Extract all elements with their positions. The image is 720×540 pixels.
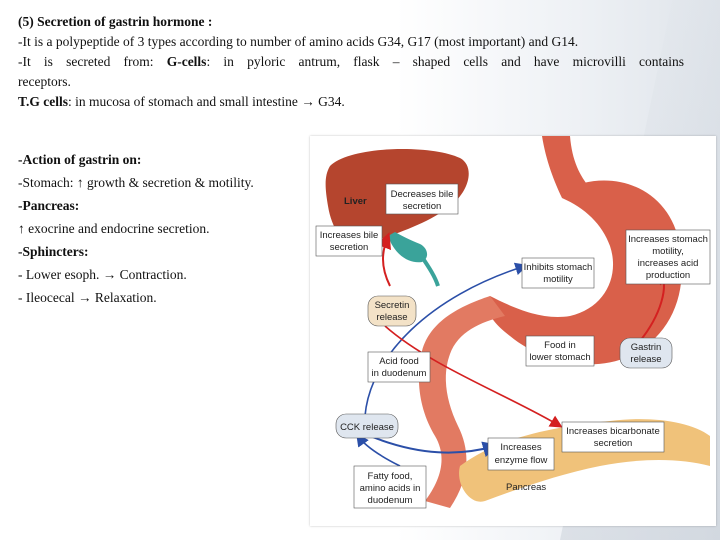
label-increases-bile: Increases bile secretion	[315, 225, 383, 257]
secreted-from-line2: receptors.	[18, 74, 71, 89]
svg-text:motility: motility	[543, 274, 573, 285]
svg-text:production: production	[646, 270, 690, 281]
svg-text:CCK release: CCK release	[340, 422, 394, 433]
intro-text: (5) Secretion of gastrin hormone : -It i…	[18, 12, 684, 112]
arrow-secretin-to-pancreas	[384, 325, 563, 428]
svg-text:Decreases bile: Decreases bile	[391, 189, 454, 200]
action-of-gastrin: -Action of gastrin on: -Stomach: ↑ growt…	[18, 148, 318, 309]
diagram-svg: Liver Decreases bile secretion Increases…	[315, 136, 711, 509]
svg-text:Pancreas: Pancreas	[506, 482, 546, 493]
arrow-cck-to-pancreas	[369, 435, 499, 457]
polypeptide-paragraph: -It is a polypeptide of 3 types accordin…	[18, 34, 579, 49]
svg-text:Acid food: Acid food	[379, 356, 419, 367]
action-ileocecal: - Ileocecal → Relaxation.	[18, 290, 157, 305]
svg-text:Increases bicarbonate: Increases bicarbonate	[566, 426, 659, 437]
svg-text:Secretin: Secretin	[375, 300, 410, 311]
svg-text:motility,: motility,	[652, 246, 684, 257]
svg-text:secretion: secretion	[403, 201, 442, 212]
action-sphincters-title: -Sphincters:	[18, 244, 89, 259]
secreted-from-line: -It is secreted from: G-cells: in pylori…	[18, 54, 684, 69]
svg-text:Gastrin: Gastrin	[631, 342, 662, 353]
section-heading: (5) Secretion of gastrin hormone :	[18, 14, 213, 29]
label-cck-release: CCK release	[335, 413, 399, 439]
label-acid-food: Acid food in duodenum	[367, 351, 431, 383]
label-increases-enzyme: Increases enzyme flow	[487, 437, 555, 471]
arrow-secretin-to-liver	[376, 232, 391, 287]
action-pancreas: ↑ exocrine and endocrine secretion.	[18, 221, 210, 236]
label-pancreas: Pancreas	[506, 482, 546, 493]
svg-text:release: release	[376, 312, 407, 323]
arrow-cck-to-stomach	[364, 262, 529, 417]
label-inhibits-stomach: Inhibits stomach motility	[521, 257, 595, 289]
svg-text:Food in: Food in	[544, 340, 576, 351]
duodenum-shape	[418, 296, 505, 508]
svg-text:lower stomach: lower stomach	[529, 352, 590, 363]
action-stomach: -Stomach: ↑ growth & secretion & motilit…	[18, 175, 254, 190]
action-lower-esoph: - Lower esoph. → Contraction.	[18, 267, 187, 282]
svg-text:Increases stomach: Increases stomach	[628, 234, 708, 245]
label-increases-bicarbonate: Increases bicarbonate secretion	[561, 421, 665, 453]
gallbladder-shape	[388, 232, 428, 263]
bile-duct	[418, 252, 440, 287]
svg-text:amino acids in: amino acids in	[360, 483, 421, 494]
svg-text:enzyme flow: enzyme flow	[495, 455, 548, 466]
label-fatty-food: Fatty food, amino acids in duodenum	[353, 465, 427, 509]
svg-text:release: release	[630, 354, 661, 365]
svg-text:secretion: secretion	[330, 242, 369, 253]
label-increases-stomach: Increases stomach motility, increases ac…	[625, 229, 711, 285]
arrow-fatty-food-to-cck	[356, 433, 401, 467]
svg-text:Increases bile: Increases bile	[320, 230, 379, 241]
label-secretin-release: Secretin release	[367, 295, 417, 327]
stomach-shape	[486, 180, 682, 365]
svg-text:Liver: Liver	[344, 196, 367, 207]
digestive-hormone-diagram: Liver Decreases bile secretion Increases…	[310, 136, 716, 526]
svg-text:secretion: secretion	[594, 438, 633, 449]
action-pancreas-title: -Pancreas:	[18, 198, 80, 213]
label-decreases-bile: Decreases bile secretion	[385, 183, 459, 215]
svg-text:Increases: Increases	[500, 442, 541, 453]
svg-text:in duodenum: in duodenum	[372, 368, 427, 379]
action-title: -Action of gastrin on:	[18, 152, 142, 167]
svg-text:Fatty food,: Fatty food,	[368, 471, 413, 482]
label-liver: Liver	[344, 196, 367, 207]
tg-cells-paragraph: T.G cells: in mucosa of stomach and smal…	[18, 94, 345, 109]
svg-text:duodenum: duodenum	[368, 495, 413, 506]
svg-text:Inhibits stomach: Inhibits stomach	[524, 262, 593, 273]
svg-text:increases acid: increases acid	[638, 258, 699, 269]
esophagus-shape	[542, 136, 590, 198]
label-food-in-stomach: Food in lower stomach	[525, 335, 595, 367]
label-gastrin-release: Gastrin release	[619, 337, 673, 369]
